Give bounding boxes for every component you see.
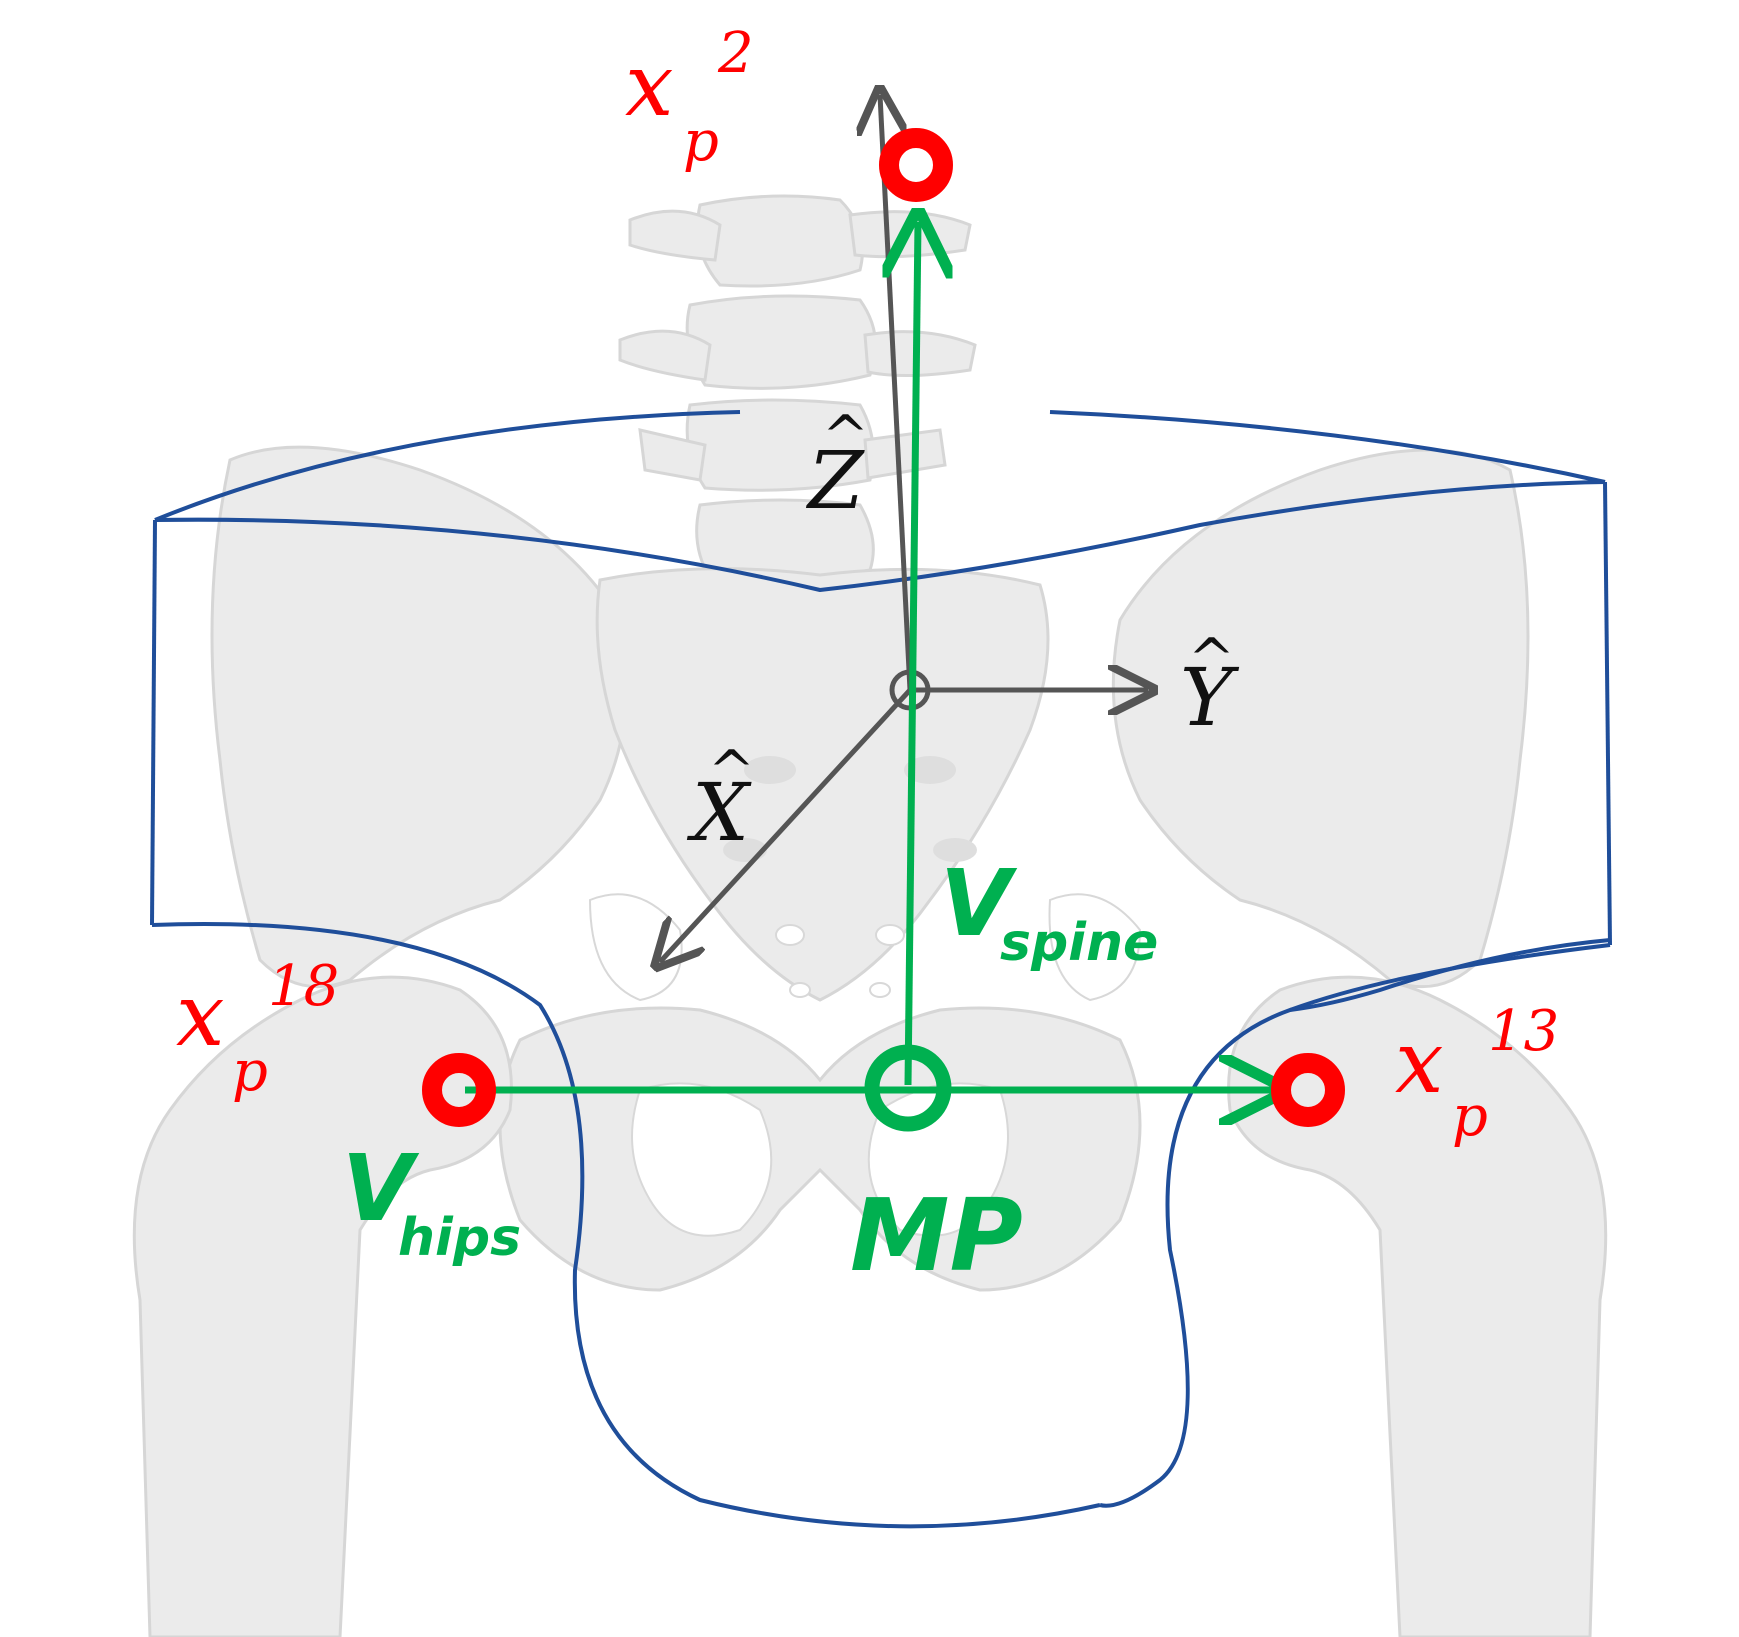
label-z-text: Z <box>805 434 865 527</box>
label-xp2-sub: p <box>683 109 719 174</box>
label-xp13-sub: p <box>1452 1084 1488 1149</box>
label-z-axis: Z ^ <box>805 404 869 527</box>
sacral-holes <box>723 756 977 862</box>
right-ilium <box>1111 448 1530 989</box>
label-xp18-sup: 18 <box>268 954 339 1019</box>
right-femur <box>1227 975 1608 1637</box>
label-xp18-base: x <box>176 966 225 1066</box>
mp-marker <box>864 1044 952 1132</box>
label-xp2: x p 2 <box>625 21 754 174</box>
marker-xp13-icon <box>1271 1053 1345 1127</box>
label-xp18-sub: p <box>232 1039 268 1104</box>
marker-xp2-icon <box>879 128 953 202</box>
label-x-text: X <box>686 766 752 859</box>
pelvis-illustration <box>132 194 1608 1637</box>
left-femur <box>132 975 513 1637</box>
label-v-hips-sub: hips <box>398 1208 521 1268</box>
left-ilium <box>210 445 629 989</box>
label-z-hat: ^ <box>822 404 869 469</box>
label-y-axis: Y ^ <box>1180 627 1240 744</box>
pelvis-outline <box>150 410 1612 1529</box>
label-y-text: Y <box>1180 651 1240 744</box>
label-x-axis: X ^ <box>686 739 755 859</box>
v-spine-vector <box>908 222 918 1086</box>
x-axis-line <box>660 688 912 962</box>
label-xp2-sup: 2 <box>717 21 754 86</box>
coordinate-axes <box>660 95 1148 962</box>
label-xp18: x p 18 <box>176 954 339 1104</box>
z-axis-line <box>880 95 913 691</box>
label-x-hat: ^ <box>708 739 755 804</box>
label-xp13-base: x <box>1395 1013 1444 1113</box>
label-v-hips: V hips <box>342 1135 521 1268</box>
label-xp13: x p 13 <box>1395 999 1559 1149</box>
label-y-hat: ^ <box>1188 627 1235 692</box>
pubis <box>498 1006 1142 1292</box>
marker-xp18-icon <box>422 1053 496 1127</box>
label-mp: MP <box>850 1177 1023 1294</box>
label-xp13-sup: 13 <box>1488 999 1559 1064</box>
landmark-markers <box>422 128 1345 1127</box>
label-v-spine-sub: spine <box>1000 913 1158 973</box>
label-xp2-base: x <box>625 36 674 136</box>
green-vectors <box>465 222 1275 1132</box>
label-v-spine: V spine <box>940 850 1158 973</box>
label-v-spine-base: V <box>940 850 1018 957</box>
label-v-hips-base: V <box>342 1135 420 1242</box>
